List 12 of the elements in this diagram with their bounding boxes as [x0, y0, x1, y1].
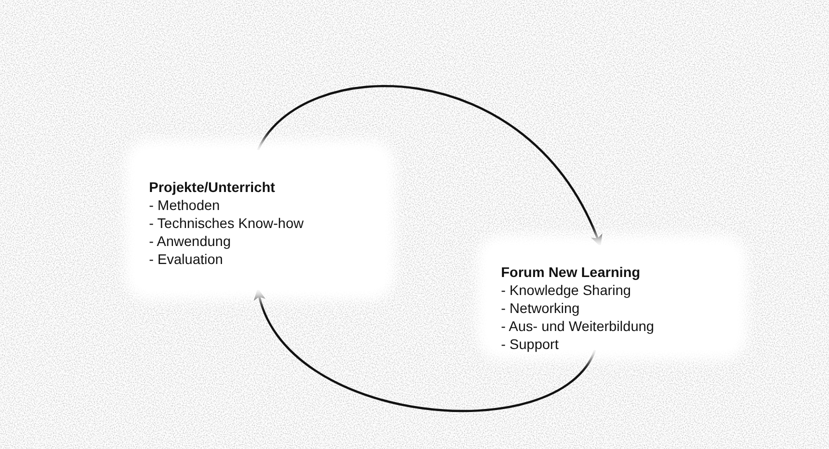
list-item: - Anwendung — [149, 232, 232, 250]
list-item: - Aus- und Weiterbildung — [501, 317, 656, 335]
list-item: - Networking — [501, 299, 581, 317]
list-item: - Methoden — [149, 196, 221, 214]
cycle-arrow — [257, 85, 602, 247]
list-item: - Evaluation — [149, 250, 224, 268]
node-heading: Projekte/Unterricht — [149, 178, 276, 196]
list-item: - Knowledge Sharing — [501, 281, 632, 299]
node-heading: Forum New Learning — [501, 263, 642, 281]
cycle-arrow — [256, 288, 596, 412]
list-item: - Support — [501, 335, 560, 353]
list-item: - Technisches Know-how — [149, 214, 305, 232]
